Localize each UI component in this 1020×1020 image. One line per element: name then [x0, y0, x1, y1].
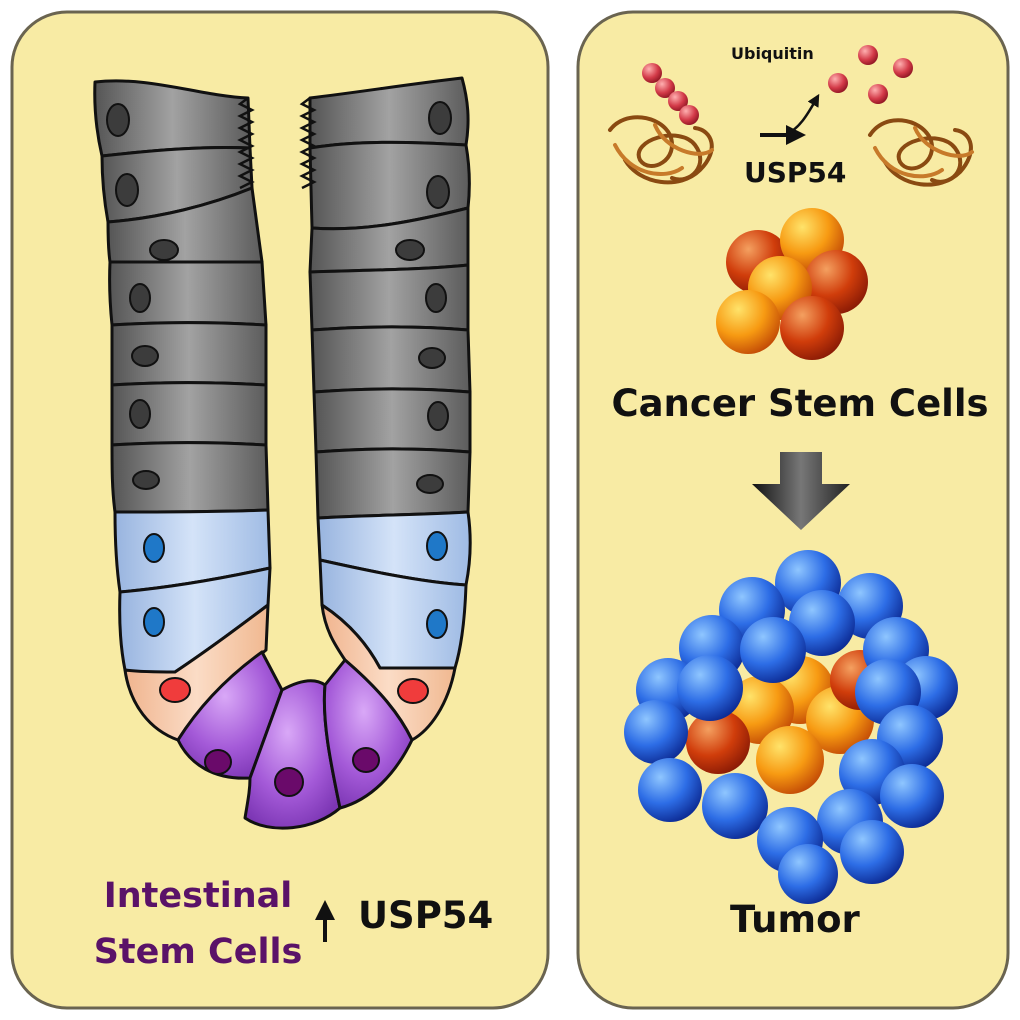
tumor-cell	[840, 820, 904, 884]
cancer-stem-cell	[780, 296, 844, 360]
cancer-stem-cell	[686, 710, 750, 774]
stem-cell	[322, 658, 414, 810]
ubiquitin-sphere	[858, 45, 878, 65]
differentiated-cell	[314, 447, 472, 520]
nucleus	[143, 607, 165, 637]
crypt-lumen-zigzag	[299, 97, 317, 190]
nucleus	[204, 749, 232, 775]
nucleus	[132, 470, 160, 490]
intestinal-crypt	[93, 76, 472, 830]
nucleus	[397, 678, 429, 704]
ubiquitin-sphere	[868, 84, 888, 104]
isc-line-2: Stem Cells	[93, 932, 303, 972]
tumor-cell	[702, 773, 768, 839]
nucleus	[425, 283, 447, 313]
cancer-stem-cell-cluster	[716, 208, 868, 360]
tumor-cell	[789, 590, 855, 656]
nucleus	[159, 677, 191, 703]
crypt-lumen-zigzag	[237, 97, 255, 190]
tumor-cell	[740, 617, 806, 683]
down-arrow-icon	[752, 452, 850, 530]
tumor-cluster	[624, 550, 958, 904]
usp54-up-label: USP54	[358, 894, 494, 937]
ubiquitin-sphere	[828, 73, 848, 93]
nucleus	[352, 747, 380, 773]
nucleus	[426, 175, 450, 209]
isc-line-1: Intestinal	[103, 876, 293, 916]
tumor-cell	[624, 700, 688, 764]
tumor-cell	[638, 758, 702, 822]
tumor-cell	[778, 844, 838, 904]
protein-deubiquitinated	[868, 118, 974, 187]
cancer-stem-cell	[716, 290, 780, 354]
protein-ubiquitinated	[608, 115, 714, 185]
nucleus	[426, 609, 448, 639]
nucleus	[143, 533, 165, 563]
ubiquitin-sphere	[655, 78, 675, 98]
nucleus	[428, 101, 452, 135]
nucleus	[129, 399, 151, 429]
nucleus	[427, 401, 449, 431]
nucleus	[274, 767, 304, 797]
tumor-cell	[880, 764, 944, 828]
release-arrow-icon	[783, 93, 820, 137]
paneth-cell	[123, 603, 270, 742]
nucleus	[106, 103, 130, 137]
nucleus	[418, 347, 446, 369]
tumor-label: Tumor	[730, 898, 860, 941]
ubiquitin-sphere	[679, 105, 699, 125]
cancer-stem-cells-label: Cancer Stem Cells	[0, 382, 1020, 425]
ubiquitin-label: Ubiquitin	[731, 44, 814, 63]
nuclei	[106, 101, 452, 797]
ubiquitin-sphere	[642, 63, 662, 83]
cancer-stem-cell	[756, 726, 824, 794]
nucleus	[149, 239, 179, 261]
intestinal-stem-cells-label: Intestinal Stem Cells	[88, 868, 308, 980]
ubiquitin-sphere	[668, 91, 688, 111]
nucleus	[395, 239, 425, 261]
stem-cell	[176, 650, 284, 780]
usp54-reaction-label: USP54	[744, 156, 847, 189]
nucleus	[416, 474, 444, 494]
cancer-stem-cells-text: Cancer Stem Cells	[611, 382, 989, 425]
nucleus	[115, 173, 139, 207]
nucleus	[129, 283, 151, 313]
nucleus	[426, 531, 448, 561]
ubiquitin-sphere	[893, 58, 913, 78]
tumor-cell	[677, 655, 743, 721]
nucleus	[131, 345, 159, 367]
